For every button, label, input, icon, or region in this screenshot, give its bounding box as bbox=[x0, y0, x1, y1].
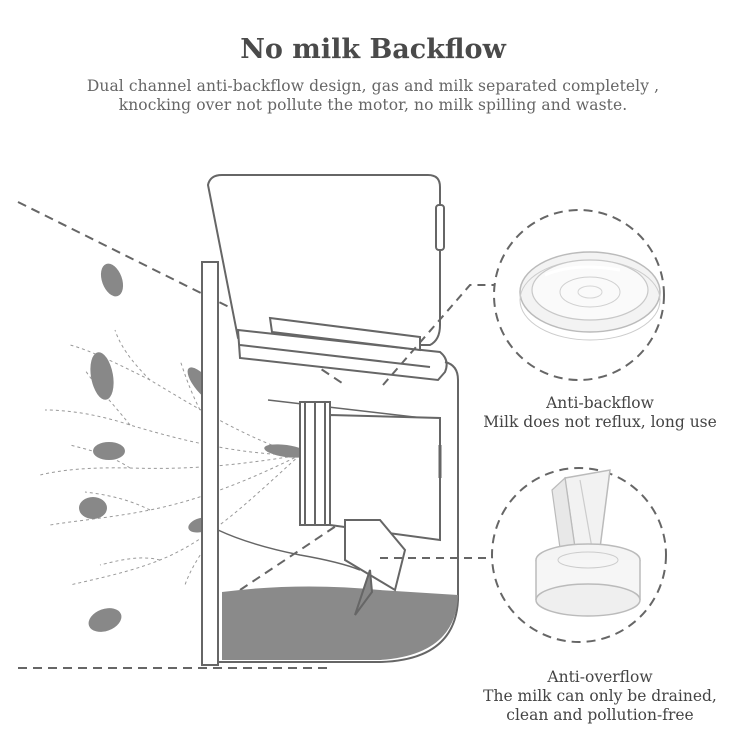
membrane-disc-icon bbox=[519, 251, 661, 341]
anti-overflow-label: Anti-overflow bbox=[547, 668, 653, 686]
subtitle-line-1: Dual channel anti-backflow design, gas a… bbox=[86, 77, 660, 95]
pump-body bbox=[201, 174, 459, 666]
anti-overflow-caption: Anti-overflow The milk can only be drain… bbox=[460, 668, 740, 725]
leader-line-anti-backflow bbox=[382, 284, 497, 386]
duckbill-valve-icon bbox=[535, 469, 641, 617]
flange-outline-top bbox=[17, 201, 236, 311]
anti-overflow-description-1: The milk can only be drained, bbox=[483, 687, 717, 705]
anti-overflow-description-2: clean and pollution-free bbox=[506, 706, 694, 724]
anti-backflow-label: Anti-backflow bbox=[546, 394, 654, 412]
page-title: No milk Backflow bbox=[240, 34, 506, 65]
anti-backflow-caption: Anti-backflow Milk does not reflux, long… bbox=[460, 394, 740, 432]
milk-ducts bbox=[39, 329, 301, 586]
flange-outline-lower bbox=[239, 519, 346, 591]
anti-backflow-description: Milk does not reflux, long use bbox=[483, 413, 717, 431]
subtitle-line-2: knocking over not pollute the motor, no … bbox=[118, 96, 628, 114]
